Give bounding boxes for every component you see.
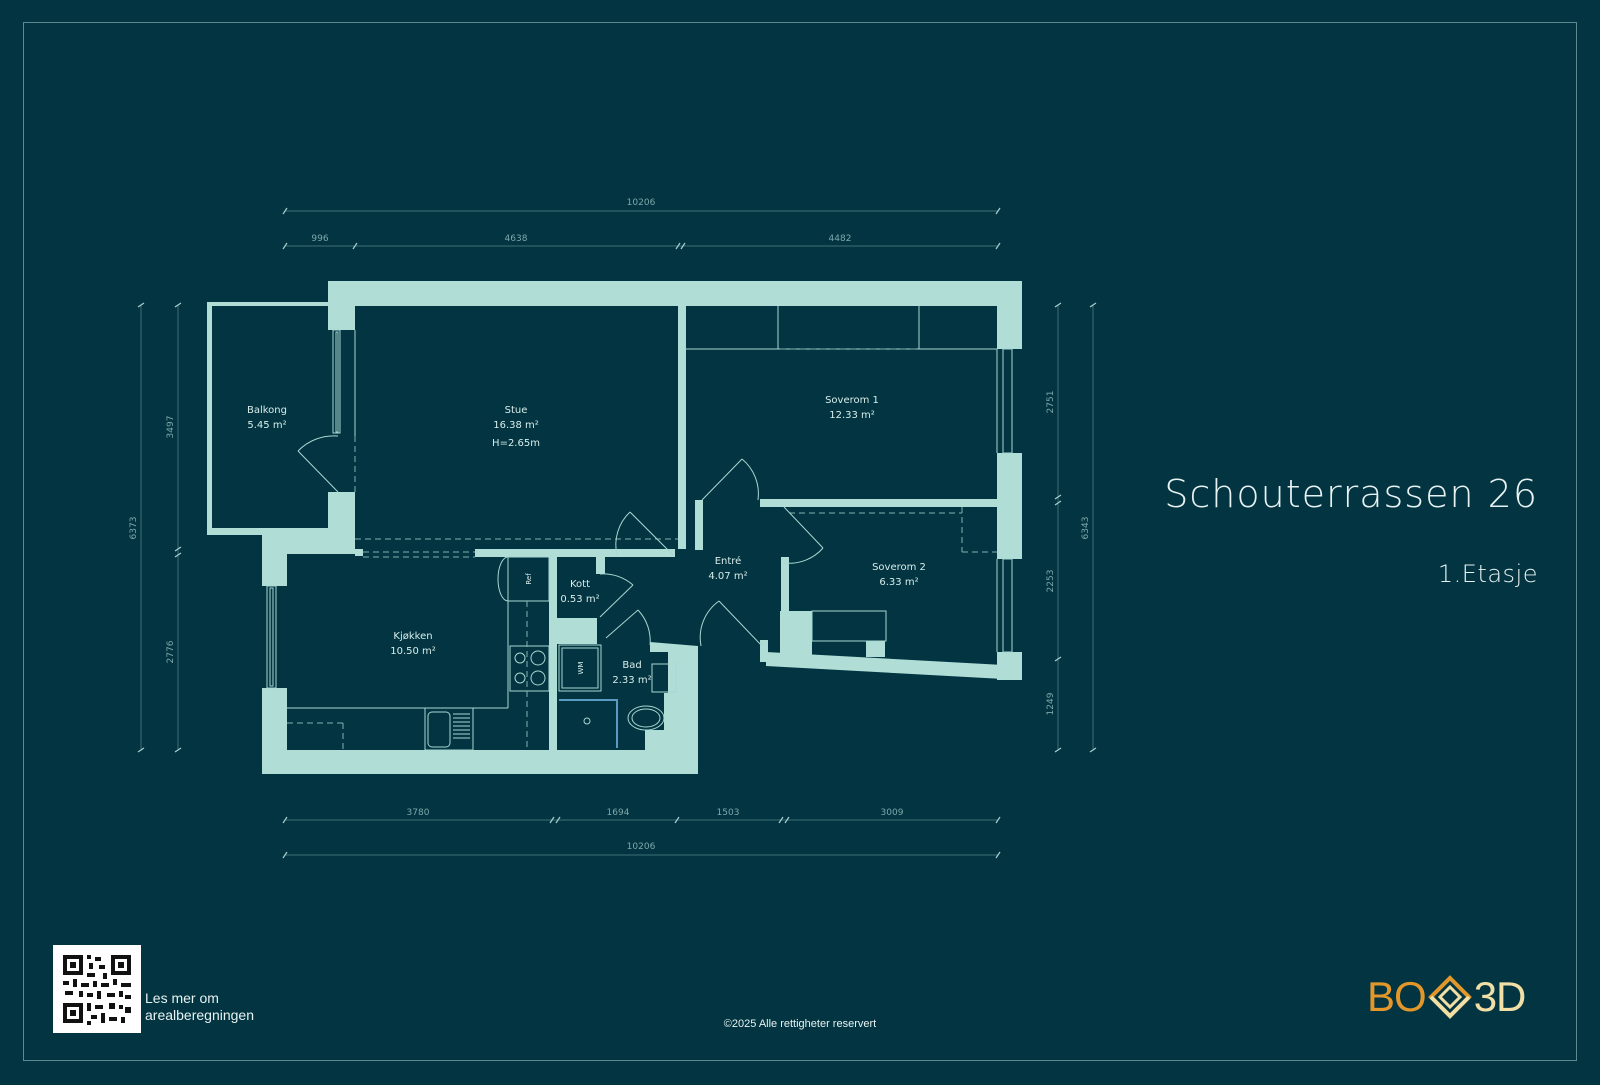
dim-bottom-seg-3: 1503 xyxy=(717,808,740,818)
dim-bottom-total: 10206 xyxy=(627,842,656,852)
qr-code-icon xyxy=(63,955,131,1025)
room-soverom-2: Soverom 2 6.33 m² xyxy=(872,562,926,588)
room-area: 10.50 m² xyxy=(390,646,436,657)
dim-top-total: 10206 xyxy=(627,198,656,208)
dim-left-seg-2: 2776 xyxy=(166,640,176,663)
dim-bottom-seg-1: 3780 xyxy=(407,808,430,818)
dimension-top: 10206 996 4638 4482 xyxy=(282,198,1001,250)
dimension-left: 6373 3497 2776 xyxy=(129,302,182,753)
dim-bottom-seg-2: 1694 xyxy=(607,808,630,818)
room-balkong: Balkong 5.45 m² xyxy=(247,405,287,431)
washer-label: WM xyxy=(577,662,585,675)
room-area: 16.38 m² xyxy=(493,420,539,431)
dim-right-seg-3: 1249 xyxy=(1046,692,1056,715)
dim-top-seg-1: 996 xyxy=(311,234,328,244)
room-area: 2.33 m² xyxy=(612,675,651,686)
walls xyxy=(207,281,1022,774)
room-stue: Stue 16.38 m² H=2.65m xyxy=(492,405,540,449)
dim-right-total: 6343 xyxy=(1081,517,1091,540)
room-name: Soverom 2 xyxy=(872,562,926,573)
room-name: Bad xyxy=(622,660,641,671)
room-name: Kott xyxy=(570,579,590,590)
room-kjokken: Kjøkken 10.50 m² xyxy=(390,631,436,657)
room-area: 5.45 m² xyxy=(247,420,286,431)
qr-caption[interactable]: Les mer om arealberegningen xyxy=(145,990,254,1024)
details: Ref WM xyxy=(266,306,1013,751)
room-name: Stue xyxy=(505,405,528,416)
dim-right-seg-1: 2751 xyxy=(1046,391,1056,414)
fridge-label: Ref xyxy=(525,573,533,585)
room-entre: Entré 4.07 m² xyxy=(708,555,747,582)
room-name: Kjøkken xyxy=(393,631,432,642)
room-ceiling-height: H=2.65m xyxy=(492,438,540,449)
dim-left-total: 6373 xyxy=(129,517,139,540)
room-area: 12.33 m² xyxy=(829,410,875,421)
dimension-right: 2751 2253 1249 6343 xyxy=(1046,302,1097,753)
room-name: Balkong xyxy=(247,405,287,416)
room-area: 4.07 m² xyxy=(708,571,747,582)
logo-text-bo: BO xyxy=(1367,973,1427,1020)
brand-logo: BO 3D xyxy=(1367,972,1527,1022)
room-bad: Bad 2.33 m² xyxy=(612,660,651,686)
room-name: Soverom 1 xyxy=(825,395,879,406)
dim-left-seg-1: 3497 xyxy=(166,416,176,439)
qr-caption-line2: arealberegningen xyxy=(145,1007,254,1023)
room-soverom-1: Soverom 1 12.33 m² xyxy=(825,395,879,421)
floor-label: 1.Etasje xyxy=(1437,560,1538,588)
room-area: 6.33 m² xyxy=(879,577,918,588)
logo-text-3d: 3D xyxy=(1473,973,1527,1020)
qr-code[interactable] xyxy=(53,945,141,1033)
dim-top-seg-2: 4638 xyxy=(505,234,528,244)
dim-right-seg-2: 2253 xyxy=(1046,570,1056,593)
dim-bottom-seg-4: 3009 xyxy=(881,808,904,818)
property-title: Schouterrassen 26 xyxy=(1164,472,1538,516)
room-kott: Kott 0.53 m² xyxy=(560,579,599,605)
copyright-text: ©2025 Alle rettigheter reservert xyxy=(723,1018,877,1030)
qr-caption-line1: Les mer om xyxy=(145,990,219,1006)
dimension-bottom: 3780 1694 1503 3009 10206 xyxy=(282,808,1001,859)
room-name: Entré xyxy=(715,555,742,567)
page-frame xyxy=(23,22,1577,1061)
dim-top-seg-3: 4482 xyxy=(829,234,852,244)
diamond-logo-icon xyxy=(1427,975,1472,1019)
room-area: 0.53 m² xyxy=(560,594,599,605)
